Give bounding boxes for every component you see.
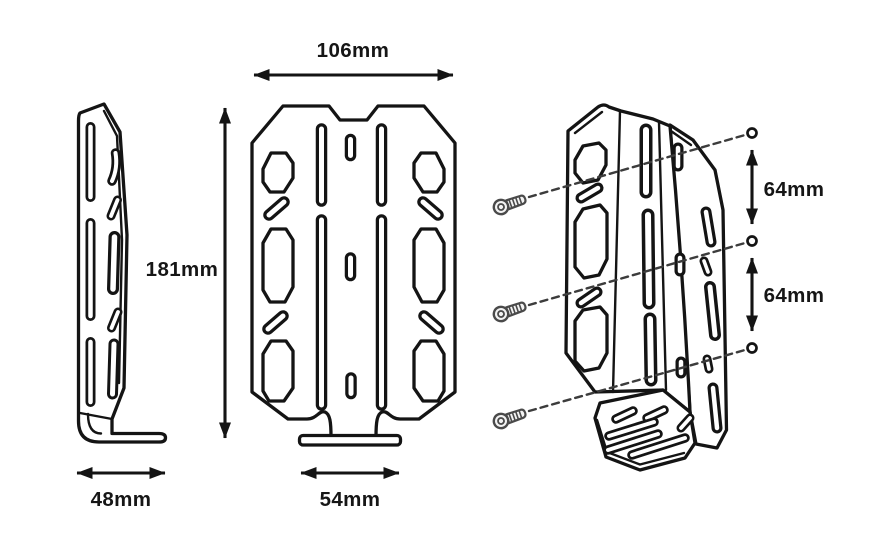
dimension-64mm-lower: 64mm [746, 257, 825, 332]
iso-fold-thickness-line [669, 129, 693, 147]
iso-crease-right [657, 120, 668, 392]
iso-foot-vent-slots [603, 405, 695, 460]
iso-spacing-upper-label: 64mm [764, 178, 825, 201]
bolt-exit-point-top [746, 127, 758, 139]
screw-icon-middle [490, 297, 529, 325]
iso-side-face-slots [699, 206, 723, 434]
dimension-48mm: 48mm [76, 467, 166, 511]
bolt-exit-point-bottom [746, 342, 758, 354]
side-bottom-edge-line [78, 411, 114, 421]
dimension-64mm-upper: 64mm [746, 149, 825, 225]
screw-icon-bottom [490, 404, 529, 432]
front-foot-edge [297, 433, 403, 447]
side-view: 48mm [76, 102, 168, 511]
assembly-guides [527, 127, 758, 413]
iso-plate-cutouts [573, 123, 687, 387]
front-width-label: 106mm [317, 39, 390, 62]
dimension-106mm: 106mm [253, 39, 454, 81]
iso-top-thickness-line [573, 110, 604, 135]
iso-crease-left [611, 109, 622, 394]
front-view: 106mm 181mm 54mm [146, 39, 457, 511]
front-view-slot-cutouts [261, 123, 446, 411]
front-height-label: 181mm [146, 258, 219, 281]
side-depth-label: 48mm [91, 488, 152, 511]
front-base-label: 54mm [320, 488, 381, 511]
iso-foot-thickness-line [595, 418, 686, 466]
screw-icon-top [490, 190, 529, 218]
isometric-view: 64mm 64mm [490, 103, 825, 472]
side-bend-inner-line [86, 412, 103, 435]
dimension-54mm: 54mm [300, 467, 400, 511]
bolt-exit-point-middle [746, 235, 758, 247]
iso-spacing-lower-label: 64mm [764, 284, 825, 307]
dimension-181mm: 181mm [146, 107, 231, 439]
side-view-slot-cutouts [85, 122, 123, 407]
